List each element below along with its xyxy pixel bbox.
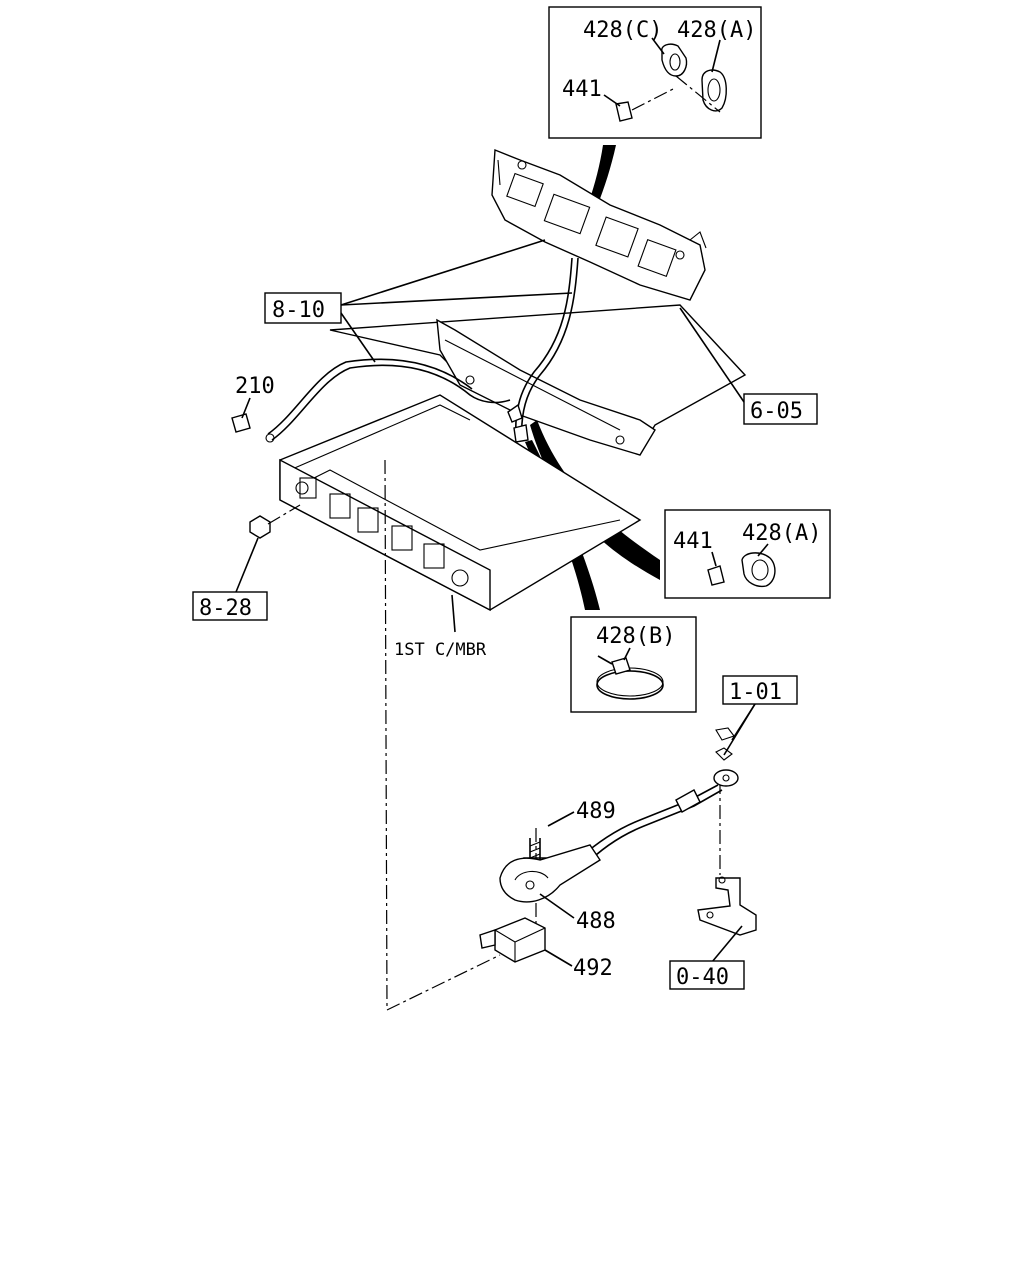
detail-box-top: 428(C) 428(A) 441	[548, 6, 762, 139]
clip-428a-mid-icon	[741, 552, 776, 588]
cable-routing	[231, 257, 579, 443]
label-492: 492	[573, 956, 613, 981]
ref-box-1-01: 1-01	[715, 675, 798, 761]
label-1-01: 1-01	[729, 680, 782, 705]
clip-pin-icon	[715, 727, 735, 741]
detail-box-right: 441 428(A)	[664, 509, 831, 599]
label-0-40: 0-40	[676, 965, 729, 990]
detail-box-428b: 428(B)	[570, 616, 697, 713]
label-428a-top: 428(A)	[677, 18, 756, 43]
label-428b: 428(B)	[596, 624, 675, 649]
label-441-top: 441	[562, 77, 602, 102]
washer-icon	[715, 747, 733, 761]
bracket-0-40: 0-40	[669, 876, 757, 990]
clip-428c-icon	[661, 43, 688, 77]
band-clip-428b-icon	[596, 670, 664, 700]
bolt-441-icon	[615, 101, 633, 122]
label-488: 488	[576, 909, 616, 934]
label-6-05: 6-05	[750, 399, 803, 424]
label-441-mid: 441	[673, 529, 713, 554]
label-428a-mid: 428(A)	[742, 521, 821, 546]
label-8-10: 8-10	[272, 298, 325, 323]
ref-box-6-05: 6-05	[679, 307, 818, 425]
label-489: 489	[576, 799, 616, 824]
label-crossmember: 1ST C/MBR	[394, 640, 487, 660]
label-8-28: 8-28	[199, 596, 252, 621]
leader-band-right	[530, 420, 660, 580]
crossmember-frame: 1ST C/MBR	[279, 394, 642, 660]
clip-428a-icon	[701, 69, 727, 112]
lever-488: 488	[499, 844, 616, 934]
nut-8-28: 8-28	[192, 504, 301, 621]
radiator-support-structure	[491, 148, 707, 301]
nut-icon	[249, 515, 271, 539]
bolt-210-icon	[231, 413, 251, 433]
label-210: 210	[235, 374, 275, 399]
ref-box-8-10: 8-10	[264, 239, 573, 363]
label-428c-top: 428(C)	[583, 18, 662, 43]
bracket-492: 492	[479, 917, 613, 981]
bolt-441-mid-icon	[707, 565, 725, 586]
